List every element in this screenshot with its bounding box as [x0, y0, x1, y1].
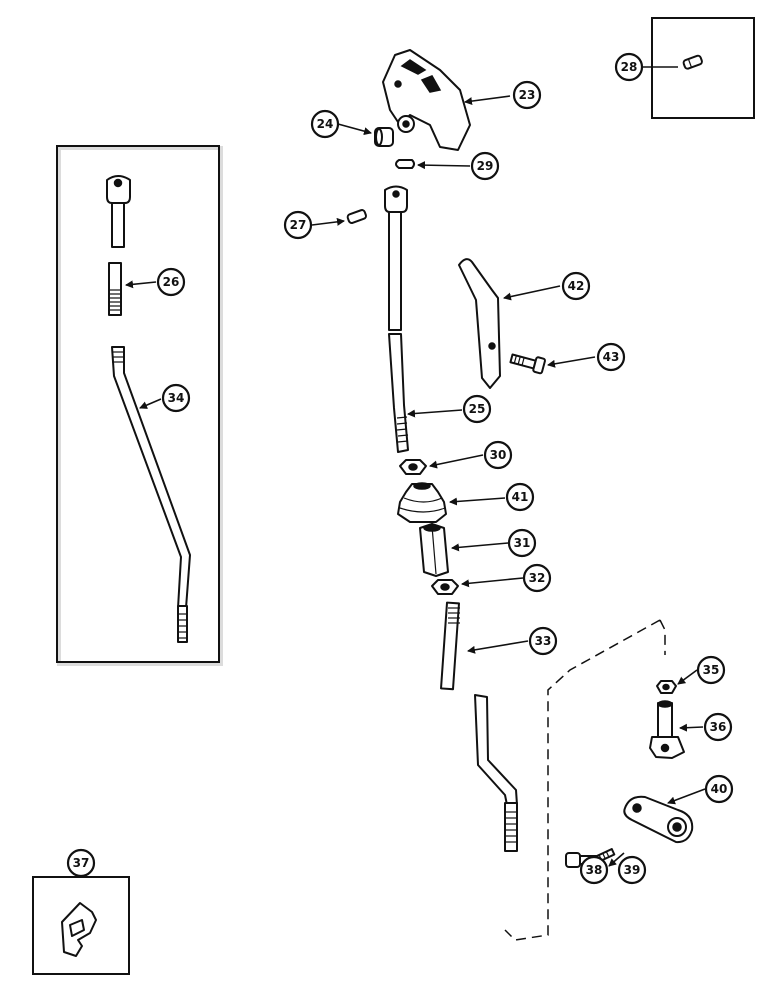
- callout-23: 23: [512, 80, 542, 110]
- hex-coupling: [419, 523, 449, 577]
- callout-29-label: 29: [477, 159, 494, 173]
- long-shift-rod: [111, 346, 191, 643]
- cotter-pin: [395, 159, 415, 169]
- clevis-rod-end: [106, 175, 131, 248]
- callout-33-label: 33: [535, 634, 552, 648]
- callout-25: 25: [462, 394, 492, 424]
- callout-26: 26: [156, 267, 186, 297]
- callout-43: 43: [596, 342, 626, 372]
- leader-35: [677, 669, 698, 685]
- callout-24: 24: [310, 109, 340, 139]
- callout-29: 29: [470, 151, 500, 181]
- hex-bolt: [509, 353, 546, 375]
- callout-41-label: 41: [512, 490, 529, 504]
- clevis-pin: [346, 209, 367, 224]
- leader-34: [139, 398, 162, 409]
- callout-34: 34: [161, 383, 191, 413]
- upper-shift-rod: [384, 185, 409, 453]
- leader-36: [679, 723, 704, 732]
- leader-32: [461, 577, 524, 588]
- callout-39-label: 39: [624, 863, 641, 877]
- callout-28-label: 28: [621, 60, 638, 74]
- lower-shift-rod: [440, 601, 518, 852]
- leader-40: [667, 788, 706, 805]
- dashed-assembly-path: [504, 619, 666, 941]
- leader-23: [464, 95, 511, 106]
- lever-plate: [458, 258, 501, 389]
- hex-nut-upper: [399, 459, 427, 475]
- callout-34-label: 34: [168, 391, 185, 405]
- callout-27-label: 27: [290, 218, 307, 232]
- callout-38-label: 38: [586, 863, 603, 877]
- callout-27: 27: [283, 210, 313, 240]
- leader-41: [449, 497, 506, 506]
- leader-30: [429, 454, 484, 469]
- spring-clip: [61, 902, 97, 957]
- rubber-boot: [397, 482, 447, 523]
- callout-30-label: 30: [490, 448, 507, 462]
- leader-24: [337, 123, 372, 136]
- lever-arm: [623, 795, 694, 844]
- callout-37-label: 37: [73, 856, 90, 870]
- roll-pin: [682, 54, 703, 70]
- callout-32: 32: [522, 563, 552, 593]
- callout-31-label: 31: [514, 536, 531, 550]
- callout-28: 28: [614, 52, 644, 82]
- leader-25: [407, 409, 463, 418]
- rod-end-clevis: [649, 700, 685, 759]
- leader-29: [417, 161, 471, 170]
- callout-39: 39: [617, 855, 647, 885]
- small-nut: [656, 680, 677, 694]
- callout-35: 35: [696, 655, 726, 685]
- callout-35-label: 35: [703, 663, 720, 677]
- leader-27: [311, 217, 345, 226]
- callout-37: 37: [66, 848, 96, 878]
- leader-39: [608, 852, 625, 867]
- callout-38: 38: [579, 855, 609, 885]
- callout-33: 33: [528, 626, 558, 656]
- callout-41: 41: [505, 482, 535, 512]
- callout-40: 40: [704, 774, 734, 804]
- hex-nut-lower: [431, 579, 459, 595]
- callout-26-label: 26: [163, 275, 180, 289]
- leader-42: [503, 285, 561, 301]
- inset-box-pin: [642, 17, 755, 119]
- callout-23-label: 23: [519, 88, 536, 102]
- callout-43-label: 43: [603, 350, 620, 364]
- callout-40-label: 40: [711, 782, 728, 796]
- leader-26: [125, 280, 157, 289]
- leader-43: [547, 356, 596, 368]
- leader-33: [467, 640, 529, 654]
- quadrant-bracket: [382, 49, 471, 151]
- callout-25-label: 25: [469, 402, 486, 416]
- leader-31: [451, 542, 509, 552]
- bushing: [374, 127, 394, 147]
- callout-24-label: 24: [317, 117, 334, 131]
- inset-box-rod-assembly: [56, 145, 223, 666]
- callout-36-label: 36: [710, 720, 727, 734]
- callout-36: 36: [703, 712, 733, 742]
- callout-30: 30: [483, 440, 513, 470]
- inset-box-clip: [32, 876, 130, 975]
- callout-42-label: 42: [568, 279, 585, 293]
- callout-31: 31: [507, 528, 537, 558]
- callout-42: 42: [561, 271, 591, 301]
- callout-32-label: 32: [529, 571, 546, 585]
- threaded-stud: [108, 262, 122, 316]
